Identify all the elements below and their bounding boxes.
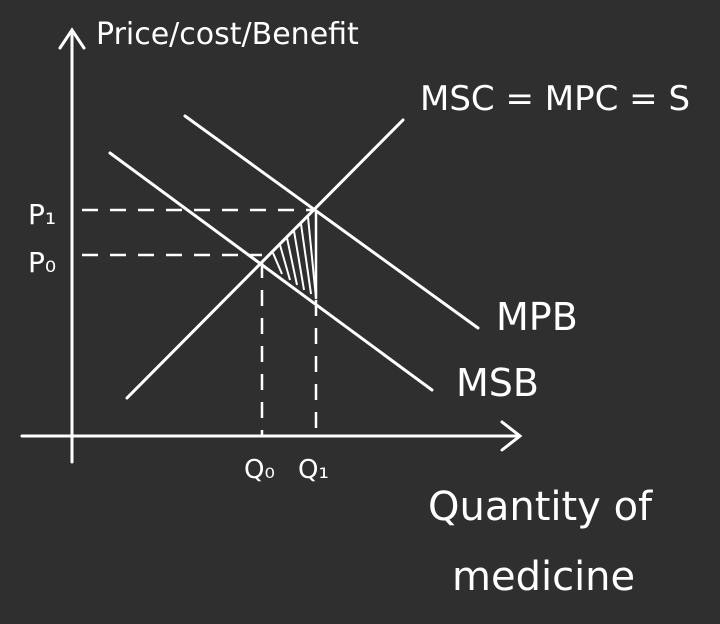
mpb-label: MPB	[496, 295, 578, 339]
x-axis-arrow	[500, 420, 523, 452]
msb-curve	[108, 151, 434, 392]
msb-label: MSB	[456, 361, 539, 405]
supply-curve-label: MSC = MPC = S	[420, 79, 690, 119]
supply-curve	[125, 118, 405, 400]
welfare-loss-area	[272, 210, 318, 300]
mpb-curve	[183, 114, 480, 330]
p1-label: P₁	[28, 198, 56, 231]
y-axis-label: Price/cost/Benefit	[96, 17, 359, 52]
q1-label: Q₁	[298, 455, 329, 485]
q0-label: Q₀	[244, 455, 275, 485]
x-axis-label-line2: medicine	[452, 554, 635, 600]
y-axis-arrow	[58, 27, 86, 50]
x-axis-label-line1: Quantity of	[428, 484, 653, 530]
p0-label: P₀	[28, 246, 56, 279]
